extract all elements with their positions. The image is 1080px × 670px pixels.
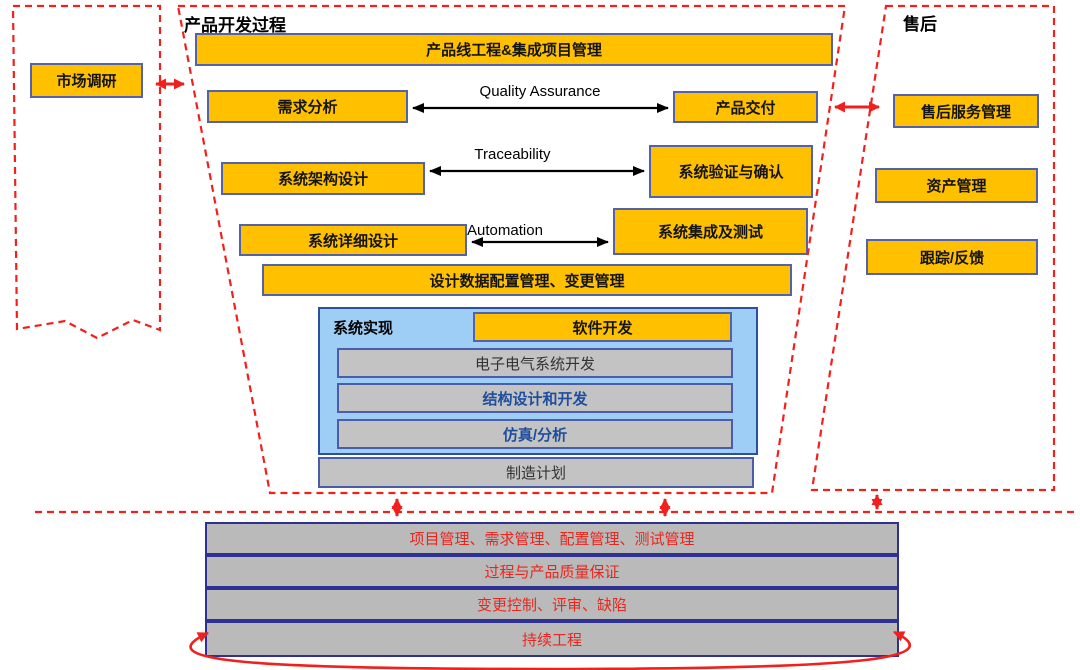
system-verification-box: 系统验证与确认 xyxy=(649,145,813,198)
automation-label: Automation xyxy=(467,222,543,239)
aftersales-service-box: 售后服务管理 xyxy=(893,94,1039,128)
software-dev-box: 软件开发 xyxy=(473,312,732,342)
market-research-box: 市场调研 xyxy=(30,63,143,98)
detailed-design-box: 系统详细设计 xyxy=(239,224,467,256)
requirements-analysis-box: 需求分析 xyxy=(207,90,408,123)
config-management-bar: 设计数据配置管理、变更管理 xyxy=(262,264,792,296)
product-delivery-box: 产品交付 xyxy=(673,91,818,123)
bottom-bar-continuous-eng: 持续工程 xyxy=(205,621,899,657)
mech-design-box: 结构设计和开发 xyxy=(337,383,733,413)
manufacturing-plan-box: 制造计划 xyxy=(318,457,754,488)
bottom-bar-management: 项目管理、需求管理、配置管理、测试管理 xyxy=(205,522,899,555)
asset-management-box: 资产管理 xyxy=(875,168,1038,203)
left-panel-outline xyxy=(11,4,162,340)
aftersales-title: 售后 xyxy=(903,15,937,34)
bottom-bar-quality: 过程与产品质量保证 xyxy=(205,555,899,588)
tracking-feedback-box: 跟踪/反馈 xyxy=(866,239,1038,275)
product-line-bar: 产品线工程&集成项目管理 xyxy=(195,33,833,66)
system-implementation-label: 系统实现 xyxy=(333,320,394,337)
simulation-analysis-box: 仿真/分析 xyxy=(337,419,733,449)
system-integration-box: 系统集成及测试 xyxy=(613,208,808,255)
system-architecture-box: 系统架构设计 xyxy=(221,162,425,195)
traceability-label: Traceability xyxy=(474,146,551,163)
ee-dev-box: 电子电气系统开发 xyxy=(337,348,733,378)
bottom-bar-change-control: 变更控制、评审、缺陷 xyxy=(205,588,899,621)
quality-assurance-label: Quality Assurance xyxy=(479,83,601,100)
